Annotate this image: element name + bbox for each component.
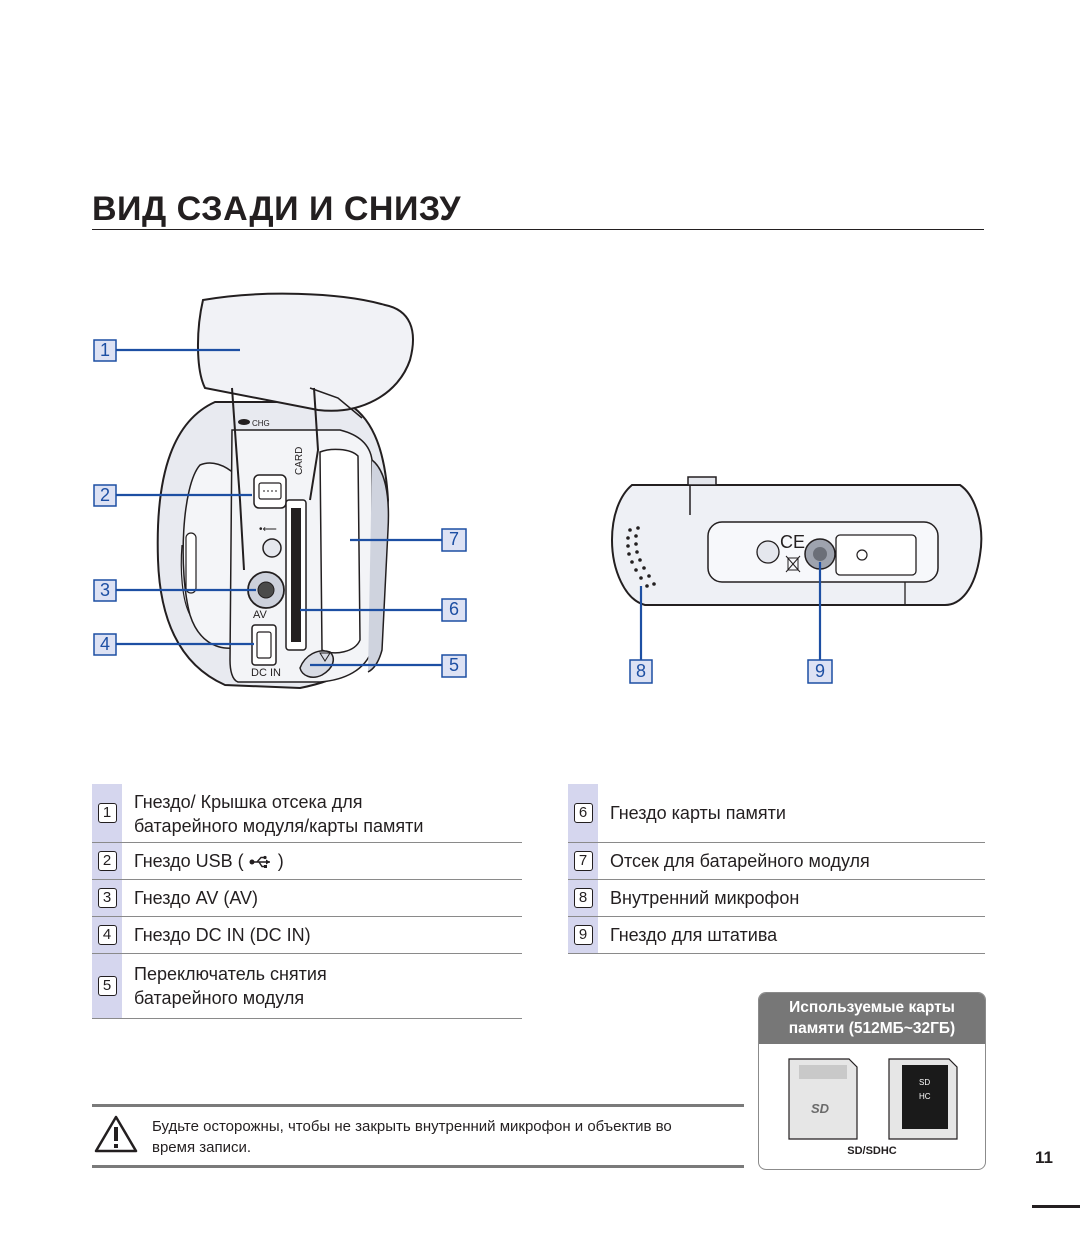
cards-header-line2: памяти (512МБ~32ГБ) [788,1020,956,1037]
legend-num: 3 [97,888,117,908]
card-label: CARD [294,447,305,475]
callout-2: 2 [93,484,117,507]
warning-bottom-rule [92,1165,744,1168]
supported-cards-box: Используемые карты памяти (512МБ~32ГБ) S… [758,992,986,1170]
legend-right: 6 Гнездо карты памяти 7 Отсек для батаре… [568,784,985,954]
sdhc-card-icon: SD HC [888,1058,958,1140]
svg-text:7: 7 [449,529,459,549]
legend-item-2: 2 Гнездо USB ( ) [92,843,522,880]
svg-text:SD: SD [919,1078,930,1087]
legend-item-1: 1 Гнездо/ Крышка отсека для батарейного … [92,784,522,843]
callout-7: 7 [441,528,467,552]
legend-item-6: 6 Гнездо карты памяти [568,784,985,843]
svg-text:SD: SD [811,1101,830,1116]
page-number-bar [1032,1205,1080,1208]
leader-lines [116,348,822,667]
legend-num: 6 [573,803,593,823]
svg-text:3: 3 [100,580,110,600]
callout-4: 4 [93,633,117,656]
usb-icon [249,856,270,869]
callout-3: 3 [93,579,117,602]
svg-text:•⟵: •⟵ [259,524,277,535]
cards-footer: SD/SDHC [847,1145,897,1157]
chg-label: CHG [252,419,270,428]
legend-text: Гнездо USB ( ) [122,843,292,879]
legend-num: 8 [573,888,593,908]
legend-num: 4 [97,925,117,945]
legend-num: 1 [97,803,117,823]
warning-note: Будьте осторожны, чтобы не закрыть внутр… [92,1104,744,1168]
legend-text: Гнездо карты памяти [610,803,786,823]
legend-num: 9 [573,925,593,945]
callout-8: 8 [629,659,653,684]
title-divider [92,229,984,230]
callout-9: 9 [807,659,833,684]
svg-text:2: 2 [100,485,110,505]
legend-left: 1 Гнездо/ Крышка отсека для батарейного … [92,784,522,1019]
svg-text:8: 8 [636,661,646,681]
callout-6: 6 [441,598,467,622]
legend-item-9: 9 Гнездо для штатива [568,917,985,954]
warning-icon [94,1114,138,1154]
legend-text: Отсек для батарейного модуля [610,851,870,871]
bottom-view-device: CE [610,476,983,606]
legend-text: Гнездо DC IN (DC IN) [134,925,311,945]
usb-text-before: Гнездо USB ( [134,851,244,871]
legend-text: Гнездо для штатива [610,925,778,945]
svg-text:9: 9 [815,661,825,681]
legend-text: Гнездо AV (AV) [134,888,259,908]
legend-num: 7 [573,851,593,871]
svg-text:1: 1 [100,340,110,360]
usb-text-after: ) [277,851,284,871]
rear-view-device: CHG •⟵ AV DC IN CARD [156,292,414,690]
dc-in-label: DC IN [251,667,281,679]
svg-text:5: 5 [449,655,459,675]
legend-text: Гнездо/ Крышка отсека для батарейного мо… [134,792,424,836]
legend-num: 5 [97,976,117,996]
cards-header: Используемые карты памяти (512МБ~32ГБ) [759,993,985,1044]
cards-header-line1: Используемые карты [789,999,955,1016]
callout-1: 1 [93,339,117,362]
svg-text:6: 6 [449,599,459,619]
page-title: ВИД СЗАДИ И СНИЗУ [92,190,462,228]
legend-num: 2 [97,851,117,871]
legend-text: Переключатель снятия батарейного модуля [134,964,327,1008]
warning-text: Будьте осторожны, чтобы не закрыть внутр… [152,1118,672,1156]
warning-top-rule [92,1104,744,1107]
legend-item-3: 3 Гнездо AV (AV) [92,880,522,917]
device-diagram: CHG •⟵ AV DC IN CARD CE [93,292,983,690]
legend-item-8: 8 Внутренний микрофон [568,880,985,917]
legend-item-4: 4 Гнездо DC IN (DC IN) [92,917,522,954]
legend-item-7: 7 Отсек для батарейного модуля [568,843,985,880]
legend-item-5: 5 Переключатель снятия батарейного модул… [92,954,522,1019]
svg-text:HC: HC [919,1092,931,1101]
page-number: 11 [1035,1148,1053,1167]
svg-text:4: 4 [100,634,110,654]
callout-5: 5 [441,654,467,678]
sd-cards-illustration: SD SD HC [788,1058,958,1140]
sd-card-icon: SD [788,1058,858,1140]
legend-text: Внутренний микрофон [610,888,800,908]
av-label: AV [253,609,268,621]
svg-text:CE: CE [780,532,805,552]
